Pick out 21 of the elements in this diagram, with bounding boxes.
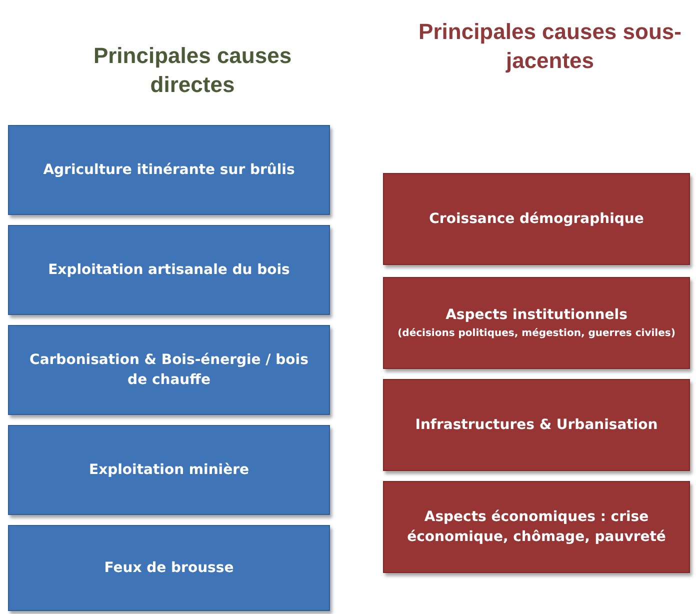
box-text: Agriculture itinérante sur brûlis	[43, 160, 295, 180]
direct-cause-box	[8, 225, 330, 315]
column-heading: Principales causes directes	[92, 42, 293, 99]
direct-cause-box	[8, 325, 330, 415]
direct-cause-box	[8, 525, 330, 611]
box-text: Croissance démographique	[429, 210, 644, 229]
column-heading: Principales causes sous-jacentes	[418, 18, 682, 75]
box-text: Infrastructures & Urbanisation	[415, 416, 658, 435]
box-text: Aspects institutionnels	[446, 306, 628, 326]
box-text: Exploitation artisanale du bois	[48, 260, 290, 280]
underlying-cause-box	[383, 173, 690, 265]
direct-cause-box	[8, 125, 330, 215]
underlying-cause-box	[383, 481, 690, 573]
direct-cause-box	[8, 425, 330, 515]
box-text: Feux de brousse	[104, 558, 234, 578]
underlying-cause-box	[383, 277, 690, 369]
underlying-cause-box	[383, 379, 690, 471]
box-text: Exploitation minière	[89, 460, 249, 480]
box-note: (décisions politiques, mégestion, guerres civiles)	[398, 326, 676, 341]
box-text: Carbonisation & Bois-énergie / bois de chauffe	[28, 350, 310, 390]
box-text: Aspects économiques : crise économique, chômage, pauvreté	[406, 508, 667, 547]
